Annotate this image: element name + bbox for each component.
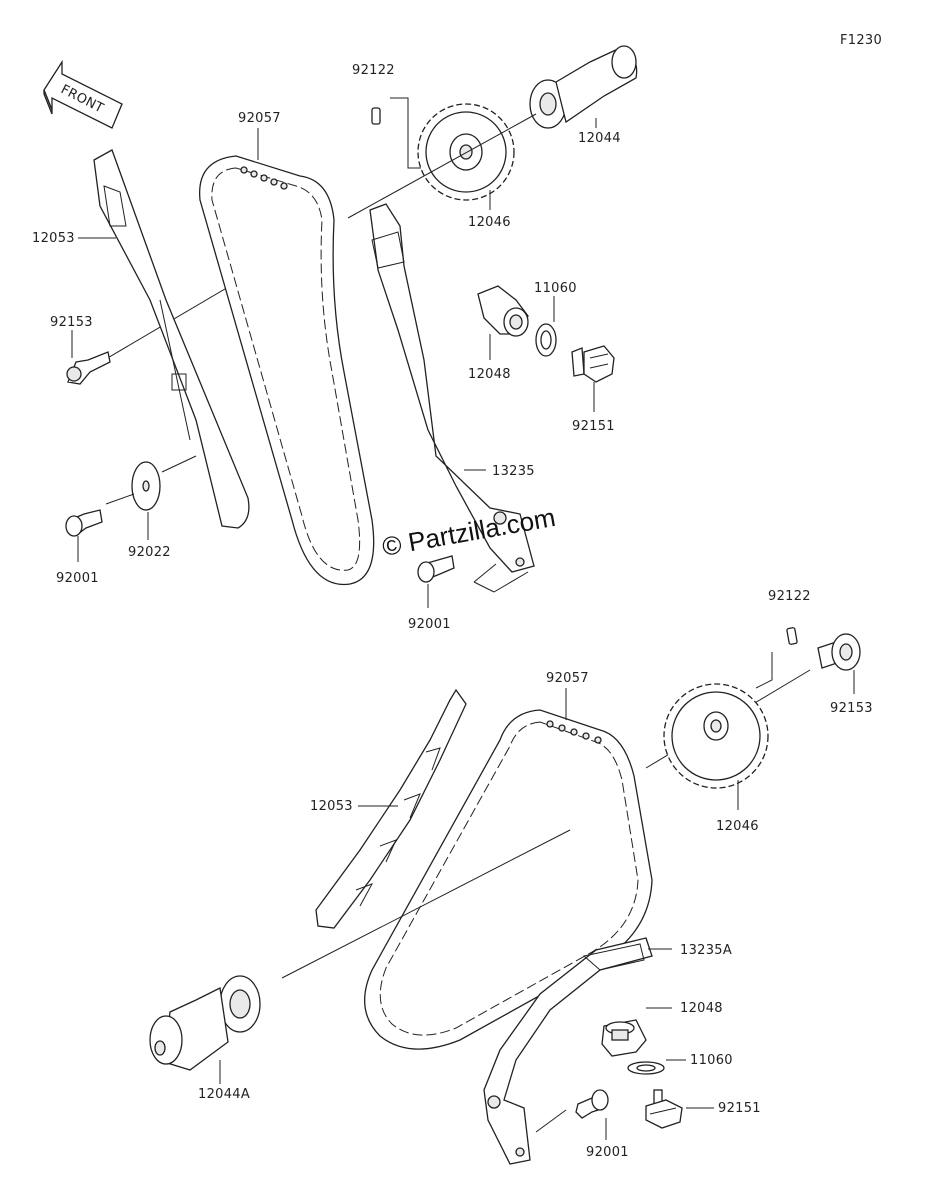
bolt-92153-top [66,351,111,385]
chain-guide-12053-bot [315,688,467,929]
tensioner-12048-bot [601,1019,647,1057]
dowel-pin-92122-bot [755,627,798,689]
gasket-11060-bot [627,1061,665,1075]
label-92001-left: 92001 [56,571,99,586]
label-92122-top: 92122 [352,63,395,78]
dowel-pin-92122-top [371,97,424,169]
cam-chain-92057-bot [364,709,653,1050]
bolt-92151-top [571,345,615,383]
tensioner-guide-13235 [369,203,535,593]
cam-sprocket-12046-bot [663,683,769,789]
label-12053-bot: 12053 [310,799,353,814]
axis-line-bot-long [281,829,571,979]
label-92001-mid: 92001 [408,617,451,632]
axis-line-top-cam [347,113,537,219]
bolt-92151-bot [645,1089,683,1129]
tensioner-12048-top [477,285,529,337]
label-11060-top: 11060 [534,281,577,296]
camshaft-12044A [149,975,261,1071]
figure-code: F1230 [840,33,882,48]
bolt-92153-bot [817,633,861,671]
label-92122-bot: 92122 [768,589,811,604]
label-92057-top: 92057 [238,111,281,126]
label-12046-bot: 12046 [716,819,759,834]
label-12053-top: 12053 [32,231,75,246]
label-92057-bot: 92057 [546,671,589,686]
label-13235: 13235 [492,464,535,479]
bolt-92001-left [65,493,135,537]
label-12044: 12044 [578,131,621,146]
label-92001-bot: 92001 [586,1145,629,1160]
camshaft-12044 [529,45,638,129]
label-13235A: 13235A [680,943,732,958]
label-92153-top: 92153 [50,315,93,330]
label-92022: 92022 [128,545,171,560]
bolt-92001-bot [575,1089,609,1119]
cam-chain-92057-top [199,155,375,586]
label-12046-top: 12046 [468,215,511,230]
chain-guide-12053-top [93,149,250,529]
tensioner-guide-13235A [483,937,653,1165]
label-11060-bot: 11060 [690,1053,733,1068]
cam-sprocket-12046-top [417,103,515,201]
chain-links-bot [546,720,602,744]
label-12048-top: 12048 [468,367,511,382]
label-12048-bot: 12048 [680,1001,723,1016]
label-92151-bot: 92151 [718,1101,761,1116]
label-12044A: 12044A [198,1087,250,1102]
label-92151-top: 92151 [572,419,615,434]
gasket-11060-top [535,323,557,357]
washer-92022 [131,455,197,511]
label-92153-bot: 92153 [830,701,873,716]
front-arrow-icon: FRONT [43,59,123,129]
chain-links-top [240,166,288,190]
bolt-92001-mid [417,555,455,583]
